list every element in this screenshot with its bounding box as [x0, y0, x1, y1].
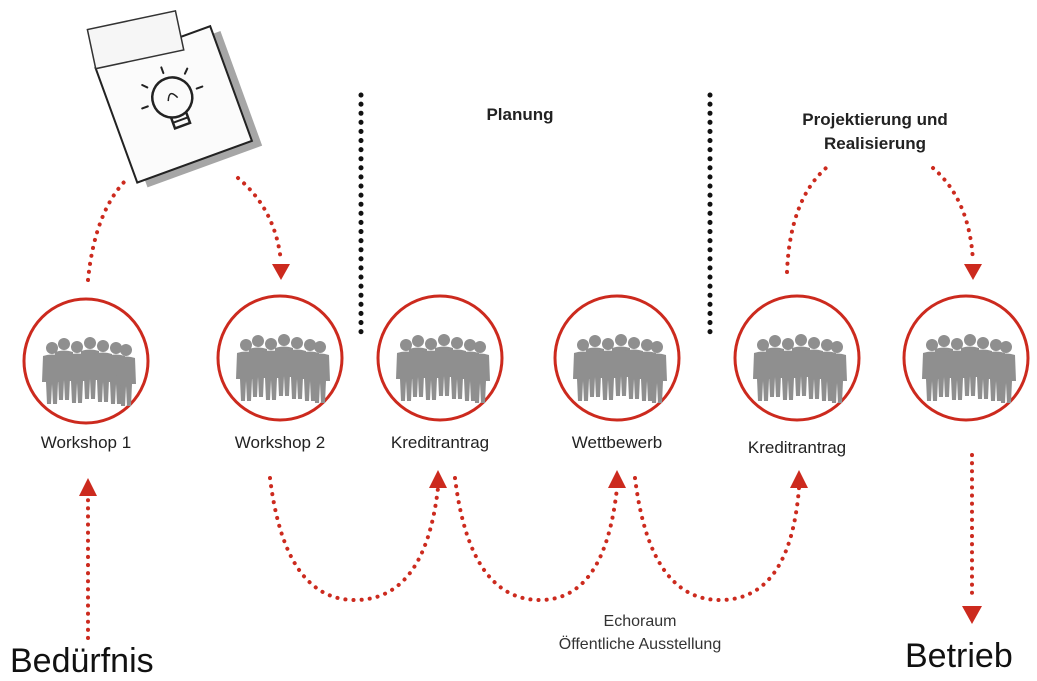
step-circle-4: [553, 294, 681, 422]
start-label: Bedürfnis: [10, 642, 154, 680]
step-label-3: Kreditrantrag: [390, 433, 490, 452]
arrow-heads: [79, 264, 982, 624]
step-circle-1: [22, 297, 150, 425]
note-line1: Echoraum: [603, 613, 677, 630]
idea-sketch-icon: [86, 9, 263, 188]
step-label-5: Kreditrantrag: [747, 438, 847, 457]
group-people-icon: [753, 334, 847, 403]
group-people-icon: [42, 337, 136, 406]
group-people-icon: [396, 334, 490, 403]
step-label-4: Wettbewerb: [571, 433, 663, 452]
group-people-icon: [922, 334, 1016, 403]
phase-title-planung: Planung: [486, 105, 554, 124]
group-people-icon: [573, 334, 667, 403]
group-people-icon: [236, 334, 330, 403]
note-line2: Öffentliche Ausstellung: [558, 636, 722, 653]
step-label-2: Workshop 2: [234, 433, 326, 452]
phase-title-line1: Projektierung und: [802, 110, 948, 129]
step-circle-2: [216, 294, 344, 422]
step-label-1: Workshop 1: [40, 433, 132, 452]
flow-arrows: [86, 166, 975, 640]
end-label: Betrieb: [905, 637, 1013, 675]
phase-title-line2: Realisierung: [823, 134, 927, 153]
step-circle-6: [902, 294, 1030, 422]
phase-title-projektierung: Projektierung und Realisierung: [760, 108, 990, 156]
step-circle-3: [376, 294, 504, 422]
step-circle-5: [733, 294, 861, 422]
echoraum-note: Echoraum Öffentliche Ausstellung: [520, 610, 760, 656]
